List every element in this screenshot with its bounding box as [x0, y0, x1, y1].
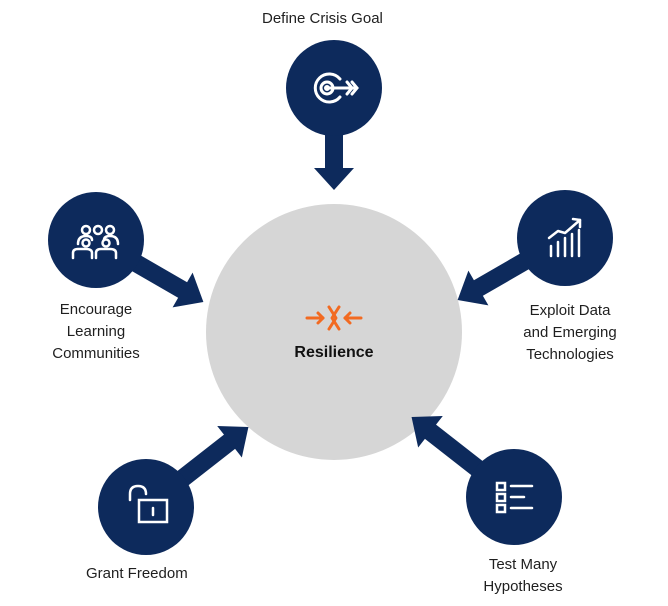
arrow-hypotheses — [411, 415, 489, 480]
center-label: Resilience — [294, 344, 374, 361]
arrow-freedom — [171, 425, 249, 490]
arrow-data — [457, 250, 535, 306]
label-hypotheses: Test Many Hypotheses — [468, 554, 578, 598]
people-group-icon — [71, 224, 120, 260]
label-communities-line-2: Learning — [66, 323, 126, 340]
target-icon — [313, 72, 359, 104]
arrows — [126, 125, 535, 490]
label-data-line-2: and Emerging — [523, 324, 617, 341]
label-data-line-1: Exploit Data — [529, 302, 611, 319]
unlocked-padlock-icon — [128, 484, 169, 524]
label-hypotheses-line-2: Hypotheses — [483, 578, 563, 595]
label-communities: Encourage Learning Communities — [38, 299, 154, 365]
label-freedom-line-1: Grant Freedom — [86, 565, 188, 582]
label-data-line-3: Technologies — [526, 346, 614, 363]
checklist-icon — [495, 481, 534, 514]
node-communities-circle — [48, 192, 144, 288]
label-hypotheses-line-1: Test Many — [488, 556, 558, 573]
label-communities-line-3: Communities — [52, 345, 140, 362]
label-goal: Define Crisis Goal — [262, 8, 383, 30]
arrow-communities — [126, 252, 204, 308]
label-communities-line-1: Encourage — [59, 301, 133, 318]
resilience-circle — [206, 204, 462, 460]
bar-chart-trend-icon — [547, 217, 582, 258]
label-freedom: Grant Freedom — [86, 563, 188, 585]
arrow-goal — [314, 125, 354, 190]
label-goal-line-1: Define Crisis Goal — [262, 10, 383, 27]
label-data: Exploit Data and Emerging Technologies — [510, 300, 630, 366]
node-freedom-circle — [98, 459, 194, 555]
compress-arrows-icon — [305, 305, 363, 331]
